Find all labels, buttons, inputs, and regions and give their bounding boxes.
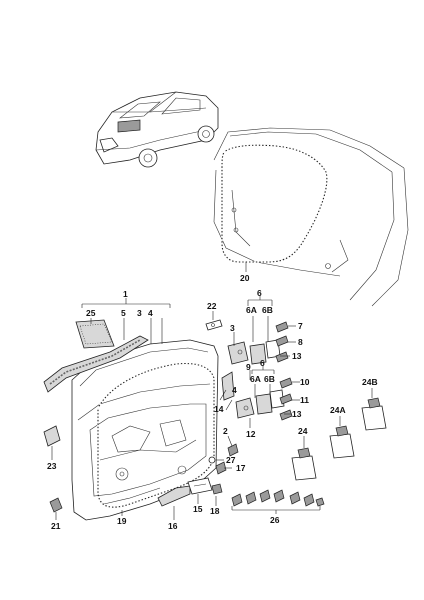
door-seal xyxy=(97,362,215,508)
label-part-27: 27 xyxy=(226,455,236,465)
label-part-4b: 4 xyxy=(232,385,237,395)
washer xyxy=(208,456,216,464)
label-part-6a: 6A xyxy=(246,305,257,315)
label-part-8: 8 xyxy=(298,337,303,347)
label-part-4: 4 xyxy=(148,308,153,318)
door-opening-seal xyxy=(221,144,328,263)
hinge-bolts-upper xyxy=(275,321,289,363)
label-part-6-lower: 6 xyxy=(260,358,265,368)
part-labels: 1 25 5 3 4 22 6 6A 6B 7 3 8 13 9 6 6A 6B… xyxy=(47,273,378,531)
window-channel-seal xyxy=(43,335,149,393)
label-part-24a: 24A xyxy=(330,405,346,415)
door-check-strap xyxy=(221,371,235,401)
door-assembly xyxy=(71,339,219,521)
label-part-14: 14 xyxy=(214,404,224,414)
label-part-19: 19 xyxy=(117,516,127,526)
label-part-6b: 6B xyxy=(262,305,273,315)
label-part-6a-lower: 6A xyxy=(250,374,261,384)
paint-can-24b xyxy=(361,397,387,431)
label-part-25: 25 xyxy=(86,308,96,318)
seal-strip xyxy=(75,319,115,349)
label-part-21: 21 xyxy=(51,521,61,531)
paint-can-24 xyxy=(291,447,317,481)
label-part-24b: 24B xyxy=(362,377,378,387)
upper-hinge xyxy=(227,339,281,365)
label-part-15: 15 xyxy=(193,504,203,514)
label-part-13b: 13 xyxy=(292,409,302,419)
label-part-5: 5 xyxy=(121,308,126,318)
label-part-20: 20 xyxy=(240,273,250,283)
label-part-3: 3 xyxy=(137,308,142,318)
label-part-26: 26 xyxy=(270,515,280,525)
label-part-9: 9 xyxy=(246,362,251,372)
label-part-13: 13 xyxy=(292,351,302,361)
screw xyxy=(215,461,227,475)
label-part-11: 11 xyxy=(300,395,309,405)
retaining-clip xyxy=(205,319,223,331)
leader-lines xyxy=(51,262,373,520)
vehicle-thumbnail xyxy=(95,91,219,168)
label-part-7: 7 xyxy=(298,321,303,331)
label-part-24: 24 xyxy=(298,426,308,436)
label-part-1: 1 xyxy=(123,289,128,299)
fastener-set xyxy=(231,489,325,507)
label-part-22: 22 xyxy=(207,301,217,311)
hinge-bolts-lower xyxy=(279,377,293,421)
paint-can-24a xyxy=(329,425,355,459)
label-part-12: 12 xyxy=(246,429,256,439)
lower-hinge xyxy=(235,389,285,419)
handle-screw xyxy=(211,483,223,495)
door-handle xyxy=(157,477,213,507)
label-part-6b-lower: 6B xyxy=(264,374,275,384)
label-part-18: 18 xyxy=(210,506,220,516)
label-part-16: 16 xyxy=(168,521,178,531)
label-part-3b: 3 xyxy=(230,323,235,333)
bolt xyxy=(227,443,239,457)
label-part-2: 2 xyxy=(223,426,228,436)
rubber-plug xyxy=(49,497,63,513)
body-door-opening xyxy=(213,127,409,307)
label-part-10: 10 xyxy=(300,377,310,387)
label-part-6: 6 xyxy=(257,288,262,298)
label-part-23: 23 xyxy=(47,461,57,471)
label-part-17: 17 xyxy=(236,463,246,473)
cover-cap xyxy=(43,425,61,447)
